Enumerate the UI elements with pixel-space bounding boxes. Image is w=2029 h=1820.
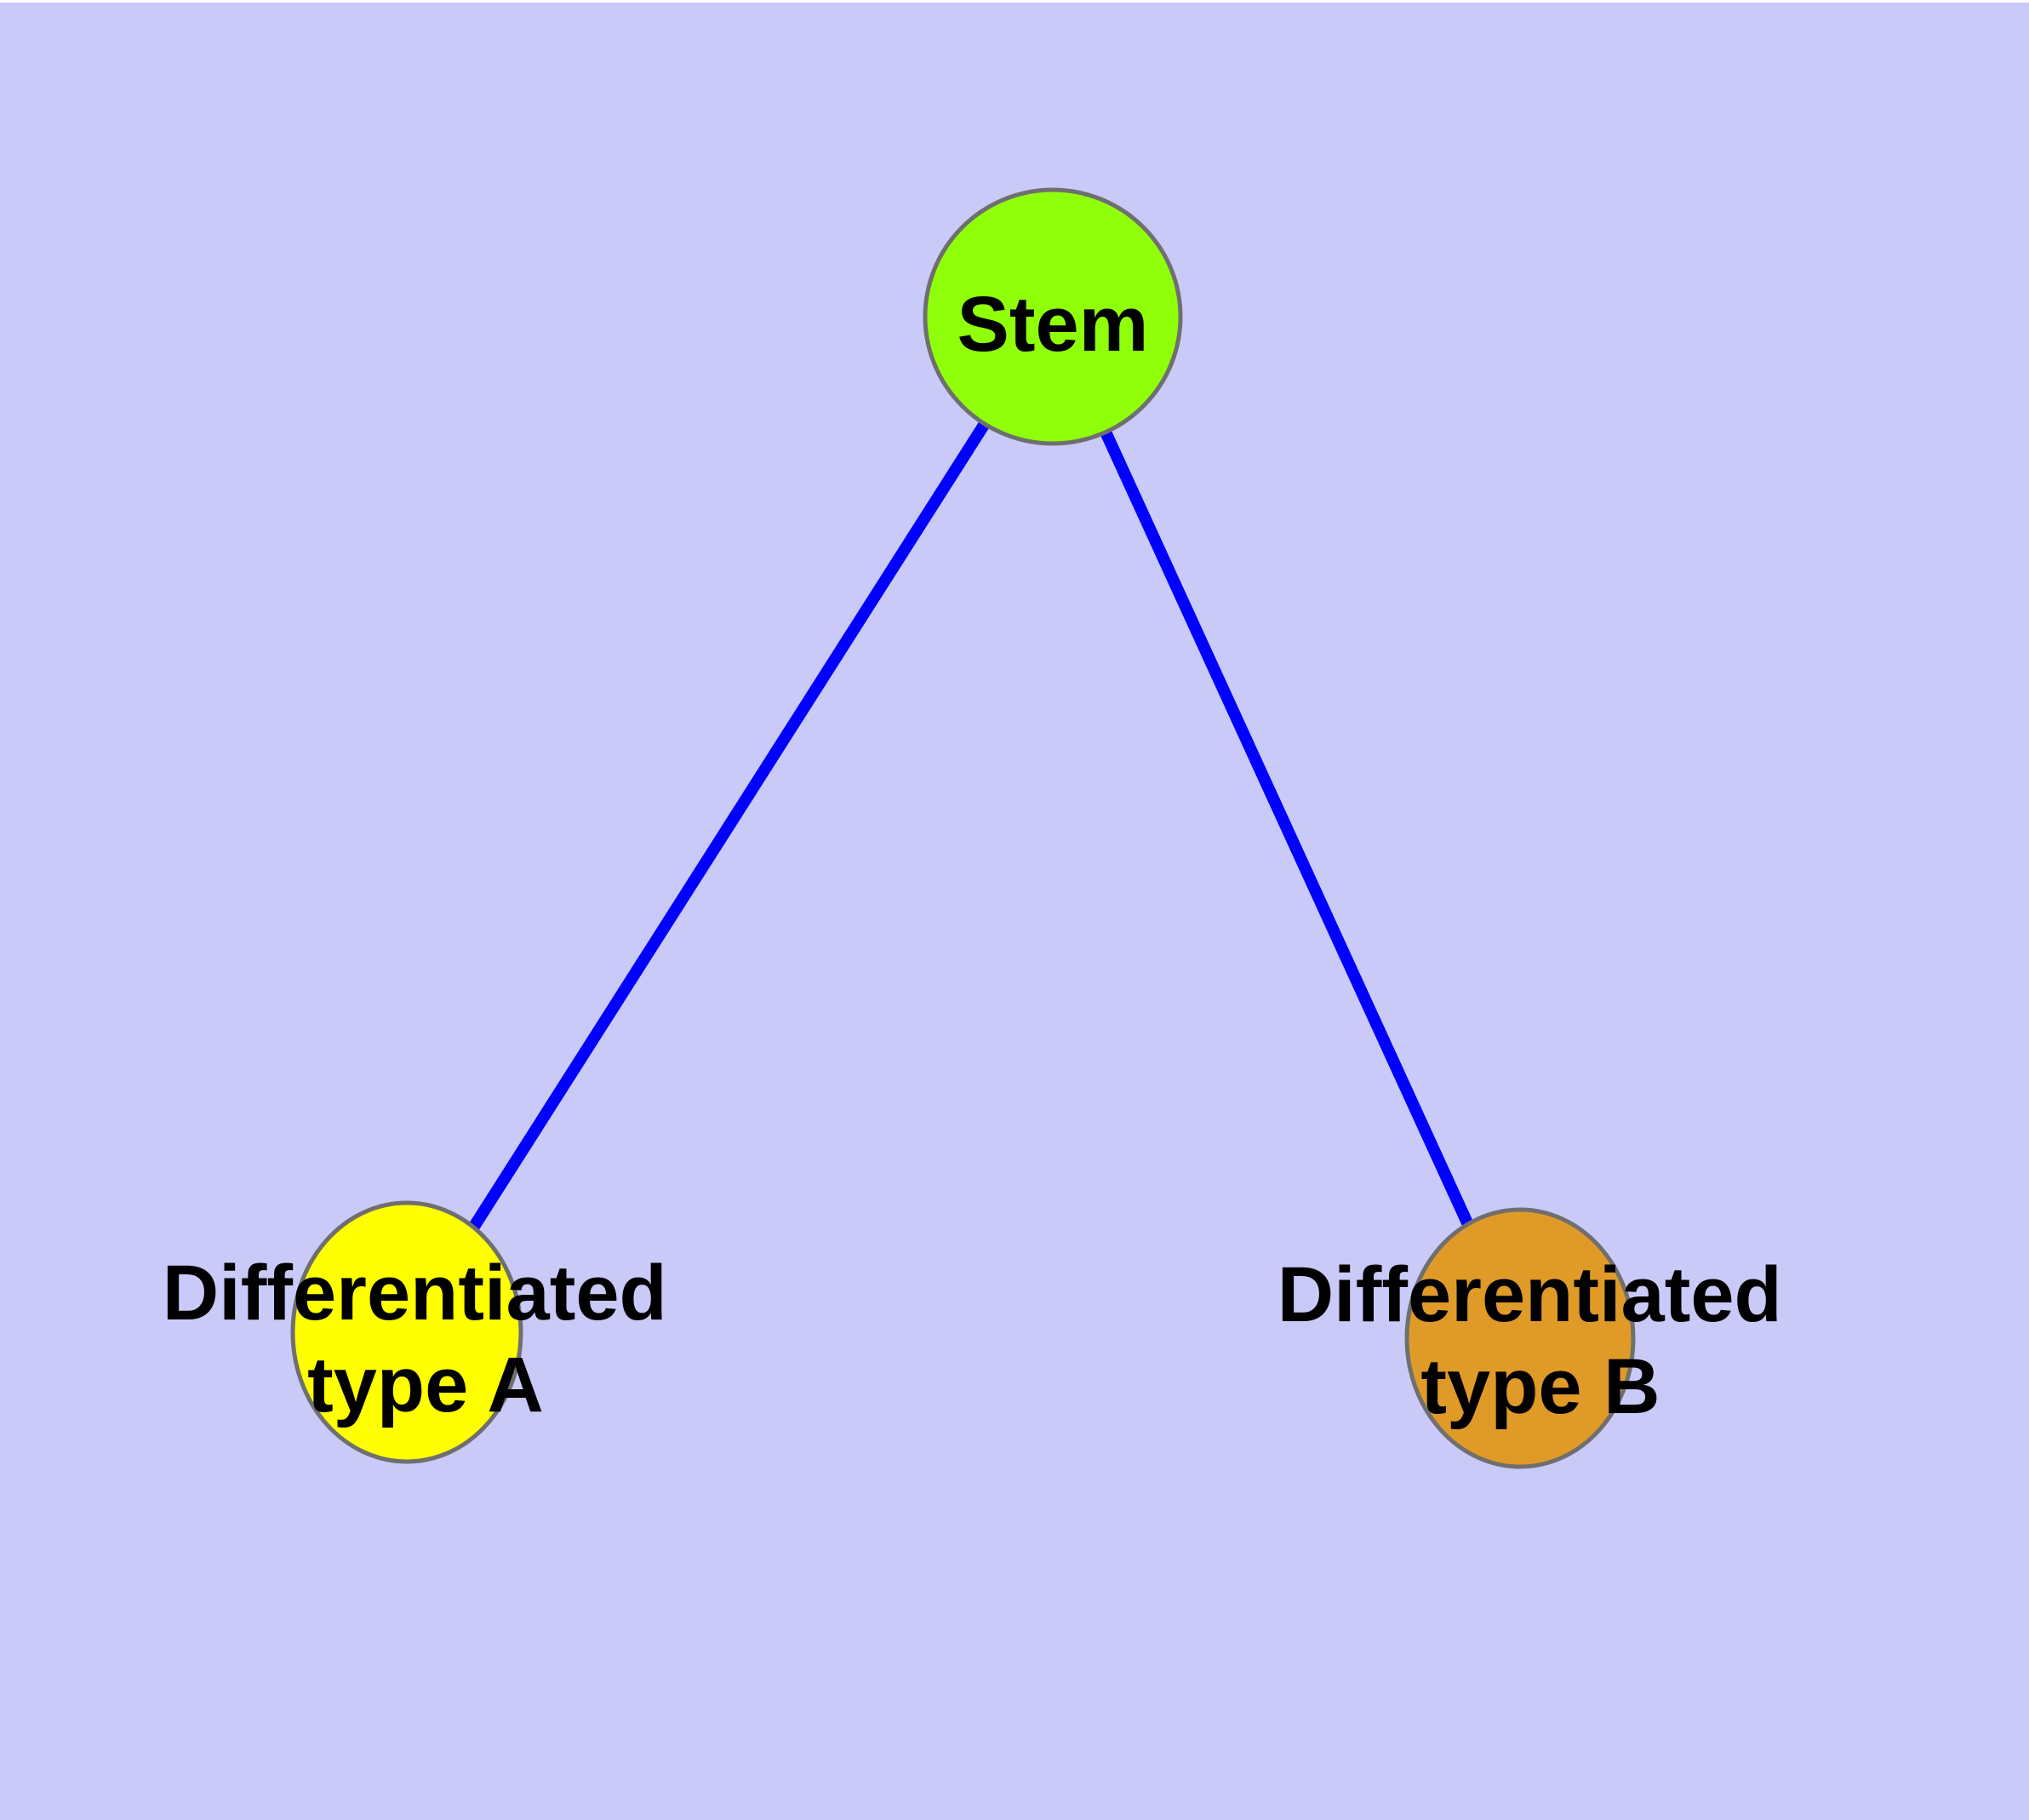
stem-node-circle: [923, 187, 1183, 446]
type-b-node-label: Differentiated type B: [1277, 1251, 1804, 1430]
type-b-node-circle: [1404, 1207, 1636, 1469]
stem-node-label: Stem: [957, 281, 1149, 368]
type-a-node-label: Differentiated type A: [163, 1250, 689, 1428]
type-a-label-line1: Differentiated: [163, 1250, 667, 1336]
type-a-node-circle: [290, 1200, 523, 1464]
edge-stem-to-type-a: [402, 313, 1058, 1336]
edge-stem-to-type-b: [1047, 314, 1526, 1341]
type-b-label-line2: type B: [1420, 1343, 1660, 1430]
type-b-label-line1: Differentiated: [1277, 1251, 1782, 1338]
type-a-label-line2: type A: [307, 1342, 544, 1428]
